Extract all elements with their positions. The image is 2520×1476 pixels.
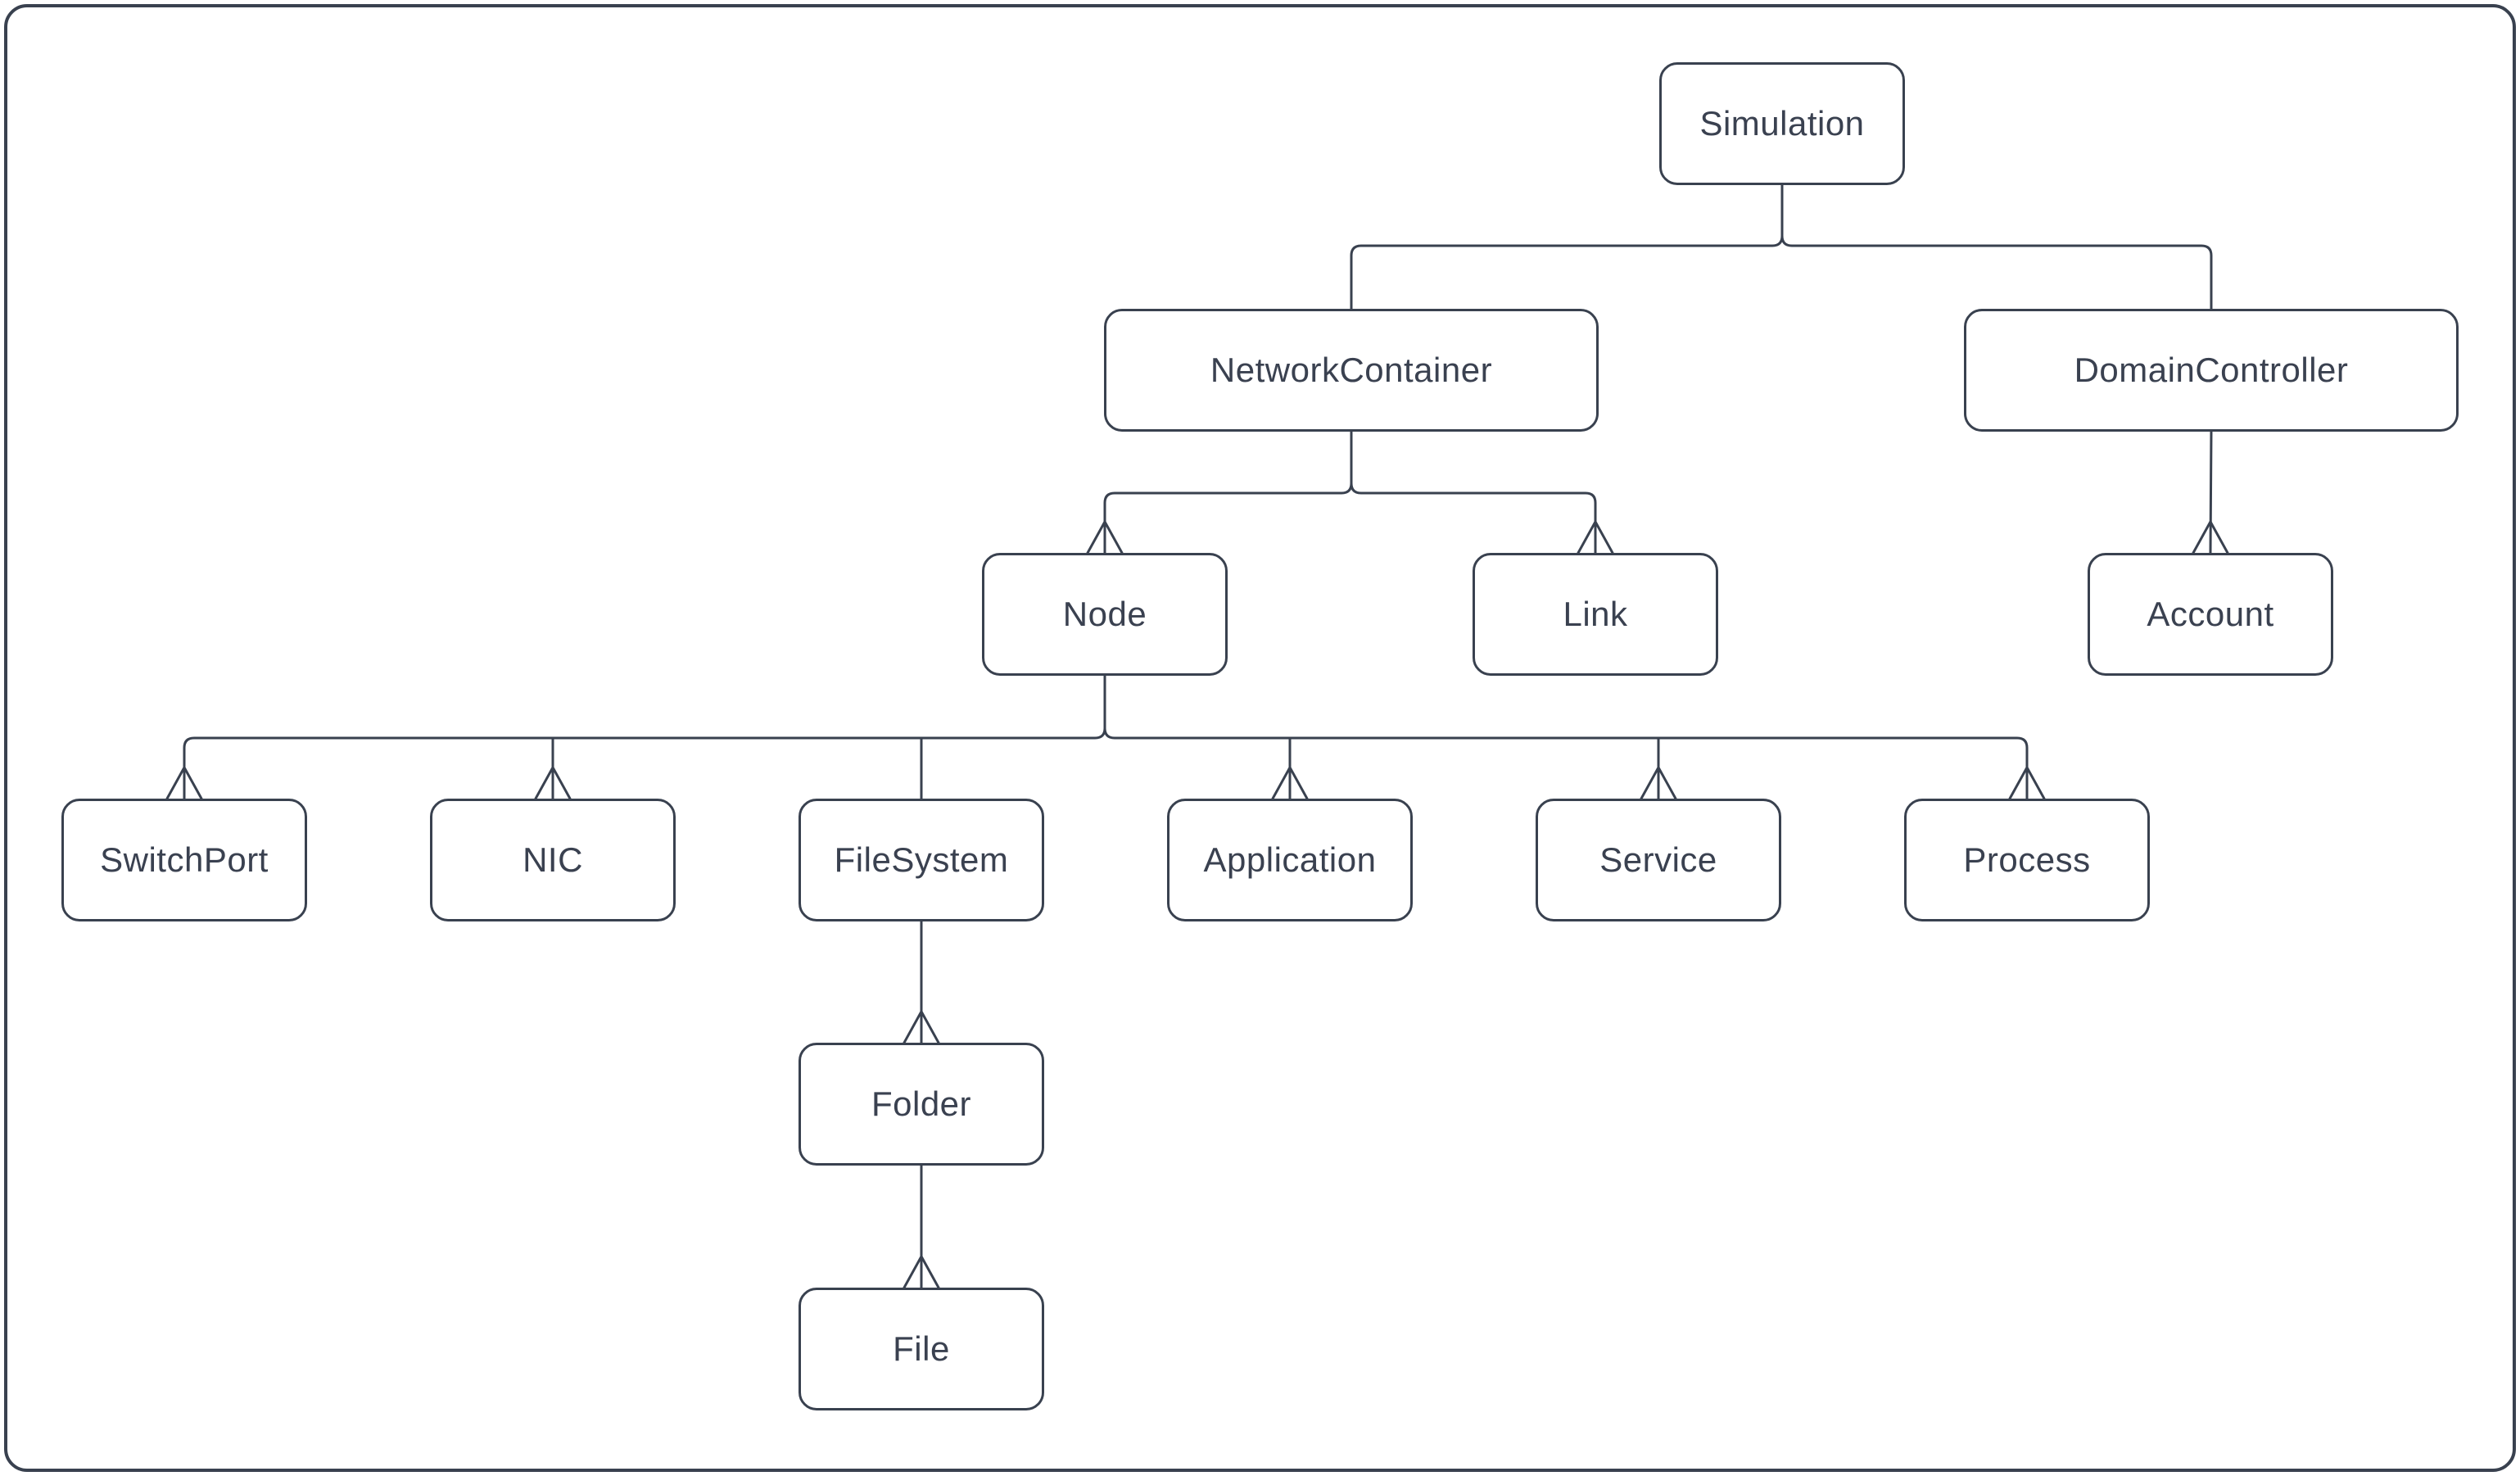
node-label-service: Service — [1599, 840, 1717, 879]
connector-network-container-node — [1103, 430, 1353, 555]
node-label-account: Account — [2147, 595, 2274, 633]
node-service: Service — [1536, 799, 1781, 921]
connector-network-container-link — [1350, 430, 1597, 555]
node-account: Account — [2088, 553, 2333, 676]
arrowhead-node-nic — [534, 766, 572, 800]
connector-simulation-domain-controller — [1780, 183, 2213, 310]
node-label-network-container: NetworkContainer — [1210, 351, 1493, 389]
node-label-file: File — [893, 1329, 950, 1368]
node-label-simulation: Simulation — [1699, 104, 1865, 143]
arrowhead-node-switch-port — [165, 766, 203, 800]
arrowhead-network-container-link — [1577, 520, 1614, 555]
connector-node-switch-port — [183, 674, 1106, 800]
node-label-node: Node — [1062, 595, 1147, 633]
arrowhead-node-service — [1640, 766, 1677, 800]
node-file-system: FileSystem — [799, 799, 1044, 921]
arrowhead-network-container-node — [1086, 520, 1124, 555]
node-link: Link — [1473, 553, 1718, 676]
node-label-file-system: FileSystem — [834, 840, 1009, 879]
node-node: Node — [982, 553, 1228, 676]
node-folder: Folder — [799, 1043, 1044, 1166]
canvas-border — [4, 4, 2516, 1472]
node-process: Process — [1904, 799, 2150, 921]
connector-simulation-network-container — [1350, 183, 1784, 310]
node-label-nic: NIC — [523, 840, 583, 879]
node-switch-port: SwitchPort — [61, 799, 307, 921]
node-domain-controller: DomainController — [1964, 309, 2459, 432]
arrowhead-domain-controller-account — [2192, 520, 2229, 555]
node-label-folder: Folder — [871, 1084, 972, 1123]
connector-node-process — [1103, 674, 2029, 800]
arrowhead-folder-file — [903, 1255, 940, 1289]
node-simulation: Simulation — [1659, 62, 1905, 185]
node-label-application: Application — [1203, 840, 1377, 879]
node-network-container: NetworkContainer — [1104, 309, 1599, 432]
node-label-process: Process — [1963, 840, 2091, 879]
arrowhead-node-application — [1271, 766, 1309, 800]
node-file: File — [799, 1288, 1044, 1410]
node-nic: NIC — [430, 799, 676, 921]
node-label-domain-controller: DomainController — [2074, 351, 2349, 389]
arrowhead-node-process — [2008, 766, 2046, 800]
arrowhead-file-system-folder — [903, 1010, 940, 1044]
node-label-link: Link — [1563, 595, 1628, 633]
node-application: Application — [1167, 799, 1413, 921]
connector-domain-controller-account — [2209, 430, 2213, 555]
node-label-switch-port: SwitchPort — [100, 840, 269, 879]
